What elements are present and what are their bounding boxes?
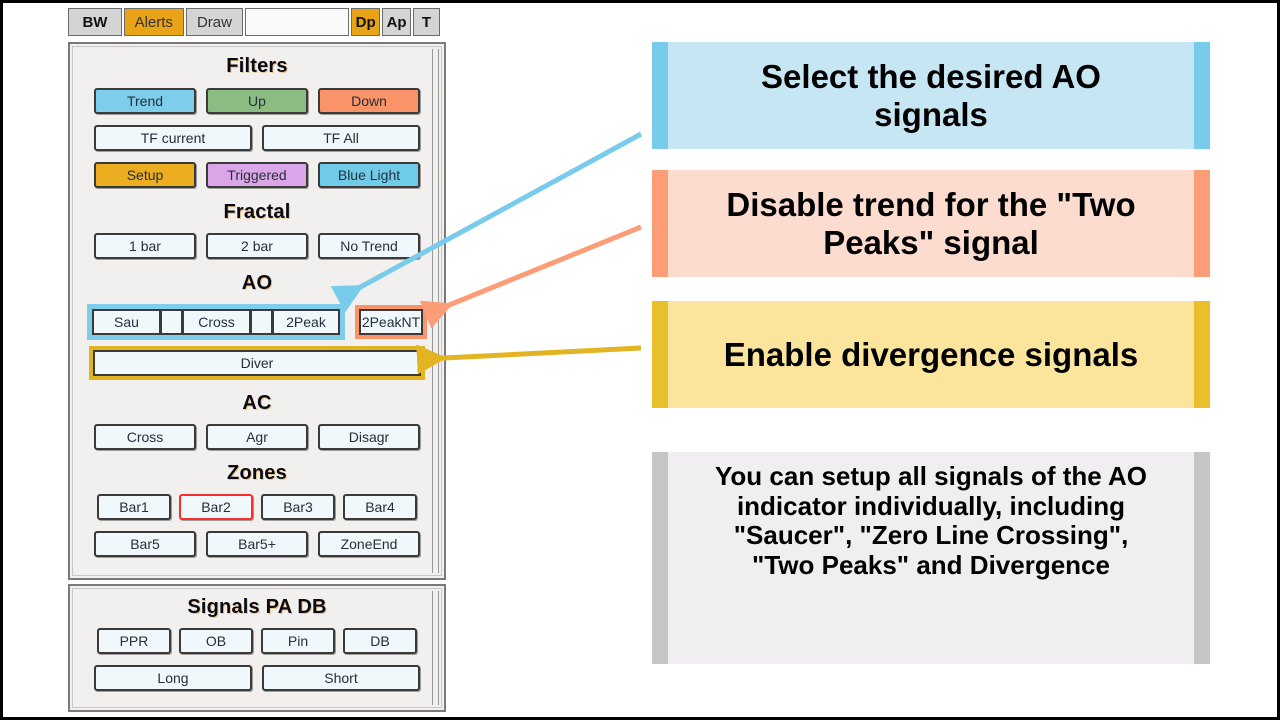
callout-disable-trend: Disable trend for the "Two Peaks" signal (652, 170, 1210, 277)
section-ao: AO Sau Cross 2Peak 2PeakNT (73, 259, 441, 380)
section-fractal: Fractal 1 bar 2 bar No Trend (73, 188, 441, 259)
zones-button-bar1[interactable]: Bar1 (97, 494, 171, 520)
filter-button-tf-current[interactable]: TF current (94, 125, 252, 151)
section-filters: Filters Trend Up Down TF current TF All … (73, 47, 441, 188)
section-title-fractal: Fractal (223, 201, 291, 223)
ac-button-agr[interactable]: Agr (206, 424, 308, 450)
filter-button-blue-light[interactable]: Blue Light (318, 162, 420, 188)
section-title-ao: AO (241, 272, 273, 294)
callout-select-ao-signals: Select the desired AO signals (652, 42, 1210, 149)
toolbar-button-t[interactable]: T (413, 8, 440, 36)
ao-button-2peak[interactable]: 2Peak (272, 309, 340, 335)
section-title-signals: Signals PA DB (187, 596, 327, 618)
fractal-button-no-trend[interactable]: No Trend (318, 233, 420, 259)
zones-button-bar2[interactable]: Bar2 (179, 494, 253, 520)
toolbar-button-dp[interactable]: Dp (351, 8, 381, 36)
section-signals: Signals PA DB PPR OB Pin DB Long Short (73, 589, 441, 691)
toolbar-button-bw[interactable]: BW (68, 8, 122, 36)
toolbar-button-ap[interactable]: Ap (382, 8, 412, 36)
callout-3-text: Enable divergence signals (723, 335, 1139, 373)
ao-button-2peaknt[interactable]: 2PeakNT (359, 309, 423, 335)
signals-button-ppr[interactable]: PPR (97, 628, 171, 654)
ao-button-sau[interactable]: Sau (92, 309, 160, 335)
fractal-button-2bar[interactable]: 2 bar (206, 233, 308, 259)
zones-button-zoneend[interactable]: ZoneEnd (318, 531, 420, 557)
callout-4-text: You can setup all signals of the AO indi… (715, 461, 1147, 580)
filter-button-trend[interactable]: Trend (94, 88, 196, 114)
ao-button-cross-opt[interactable] (250, 309, 272, 335)
ao-button-cross[interactable]: Cross (182, 309, 250, 335)
zones-button-bar4[interactable]: Bar4 (343, 494, 417, 520)
toolbar-button-draw[interactable]: Draw (185, 8, 244, 36)
indicator-panel: BW Alerts Draw Dp Ap T Filters Trend Up … (60, 6, 455, 714)
zones-button-bar3[interactable]: Bar3 (261, 494, 335, 520)
ao-group-highlight: Sau Cross 2Peak (87, 304, 345, 340)
filter-button-up[interactable]: Up (206, 88, 308, 114)
filter-button-tf-all[interactable]: TF All (262, 125, 420, 151)
zones-button-bar5plus[interactable]: Bar5+ (206, 531, 308, 557)
ac-button-disagr[interactable]: Disagr (318, 424, 420, 450)
callout-2-text: Disable trend for the "Two Peaks" signal (726, 185, 1136, 261)
section-title-ac: AC (242, 392, 272, 414)
ao-2peaknt-highlight: 2PeakNT (355, 305, 427, 339)
callout-1-text: Select the desired AO signals (761, 57, 1101, 133)
ao-button-diver[interactable]: Diver (93, 350, 421, 376)
callout-enable-divergence: Enable divergence signals (652, 301, 1210, 408)
ao-diver-highlight: Diver (89, 346, 425, 380)
filter-button-setup[interactable]: Setup (94, 162, 196, 188)
signals-button-short[interactable]: Short (262, 665, 420, 691)
panel-main-inner: Filters Trend Up Down TF current TF All … (72, 46, 442, 576)
filter-button-down[interactable]: Down (318, 88, 420, 114)
callout-description: You can setup all signals of the AO indi… (652, 452, 1210, 664)
toolbar-button-alerts[interactable]: Alerts (123, 8, 184, 36)
signals-button-ob[interactable]: OB (179, 628, 253, 654)
panel-signals-frame: Signals PA DB PPR OB Pin DB Long Short (68, 584, 446, 712)
fractal-button-1bar[interactable]: 1 bar (94, 233, 196, 259)
panel-main-frame: Filters Trend Up Down TF current TF All … (68, 42, 446, 580)
signals-button-db[interactable]: DB (343, 628, 417, 654)
signals-button-long[interactable]: Long (94, 665, 252, 691)
toolbar-blank-field[interactable] (245, 8, 350, 36)
section-title-zones: Zones (227, 462, 287, 484)
section-title-filters: Filters (226, 55, 288, 77)
zones-button-bar5[interactable]: Bar5 (94, 531, 196, 557)
section-ac: AC Cross Agr Disagr (73, 380, 441, 450)
panel-toolbar: BW Alerts Draw Dp Ap T (68, 8, 440, 36)
panel-signals-inner: Signals PA DB PPR OB Pin DB Long Short (72, 588, 442, 708)
ac-button-cross[interactable]: Cross (94, 424, 196, 450)
ao-button-sau-opt[interactable] (160, 309, 182, 335)
section-zones: Zones Bar1 Bar2 Bar3 Bar4 Bar5 Bar5+ Zon… (73, 450, 441, 557)
panel-signals-rail[interactable] (432, 591, 439, 705)
signals-button-pin[interactable]: Pin (261, 628, 335, 654)
filter-button-triggered[interactable]: Triggered (206, 162, 308, 188)
